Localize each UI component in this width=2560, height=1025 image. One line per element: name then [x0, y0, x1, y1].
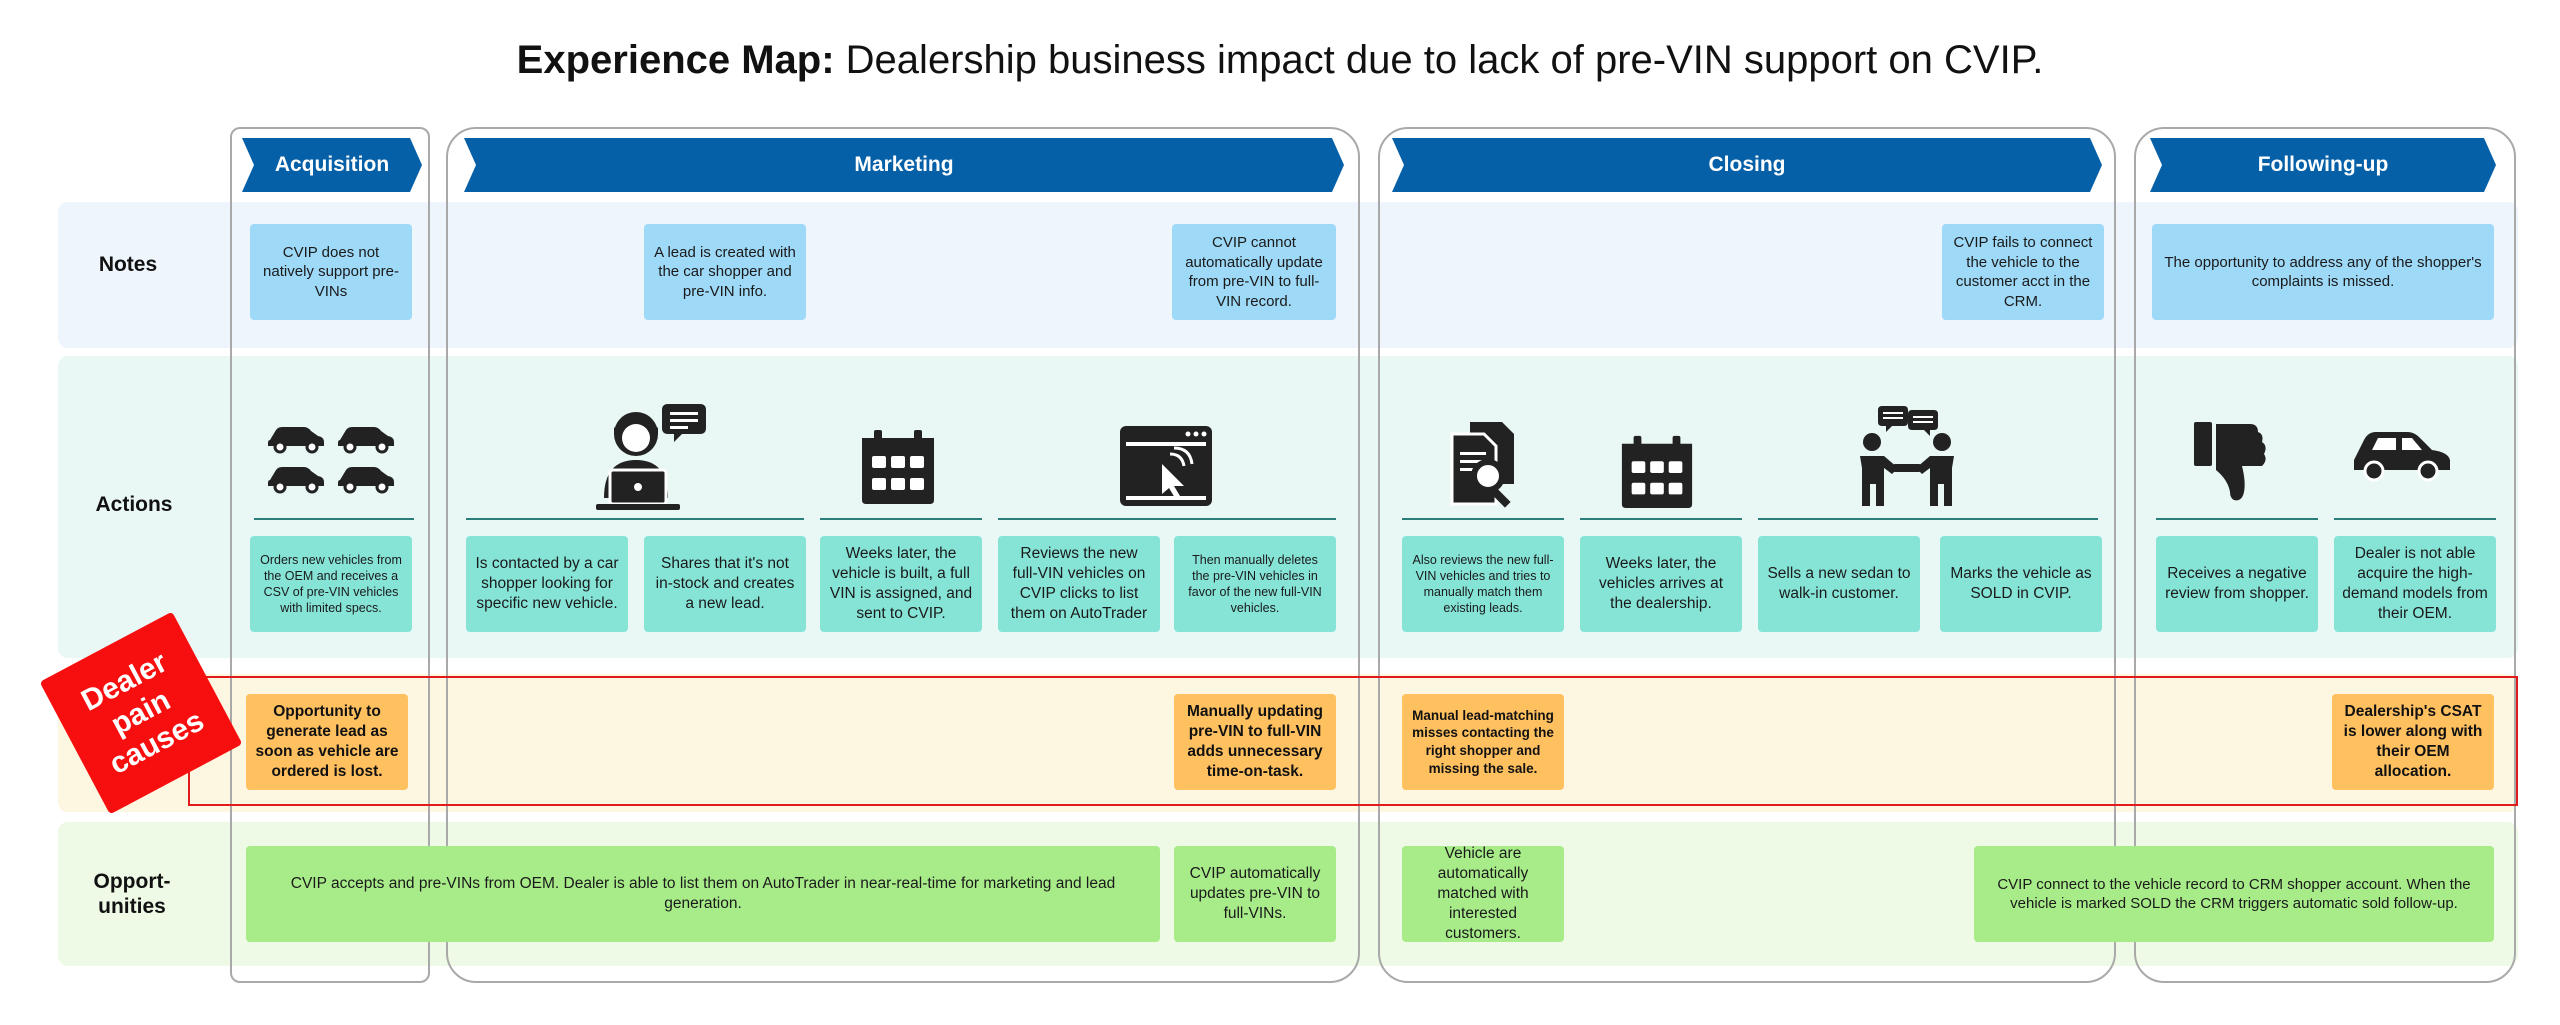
action-divider — [1580, 518, 1742, 520]
stage-closing: Closing — [1392, 138, 2102, 192]
action-card: Dealer is not able acquire the high-dema… — [2334, 536, 2496, 632]
action-card: Weeks later, the vehicles arrives at the… — [1580, 536, 1742, 632]
handshake-icon — [1852, 402, 1962, 508]
page-title: Experience Map: Dealership business impa… — [0, 38, 2560, 83]
title-rest: Dealership business impact due to lack o… — [845, 38, 2044, 82]
action-divider — [820, 518, 982, 520]
action-card: Orders new vehicles from the OEM and rec… — [250, 536, 412, 632]
note-card: The opportunity to address any of the sh… — [2152, 224, 2494, 320]
stage-acquisition: Acquisition — [242, 138, 422, 192]
action-card: Receives a negative review from shopper. — [2156, 536, 2318, 632]
stamp-label: Dealer pain causes — [76, 645, 210, 782]
cars-icon — [262, 410, 402, 500]
stage-outline-marketing — [446, 127, 1360, 983]
pain-card: Opportunity to generate lead as soon as … — [246, 694, 408, 790]
stage-following-up: Following-up — [2150, 138, 2496, 192]
support-agent-icon — [590, 398, 710, 514]
thumbs-down-icon — [2190, 418, 2270, 504]
pain-card: Dealership's CSAT is lower along with th… — [2332, 694, 2494, 790]
opportunity-card: Vehicle are automatically matched with i… — [1402, 845, 1564, 942]
calendar-icon — [1618, 432, 1696, 510]
action-divider — [254, 518, 414, 520]
note-card: CVIP does not natively support pre-VINs — [250, 224, 412, 320]
note-card: CVIP cannot automatically update from pr… — [1172, 224, 1336, 320]
stage-outline-acquisition — [230, 127, 430, 983]
action-divider — [466, 518, 804, 520]
pain-card: Manual lead-matching misses contacting t… — [1402, 694, 1564, 790]
title-bold: Experience Map: — [516, 38, 835, 82]
stage-outline-following-up — [2134, 127, 2516, 983]
action-divider — [1758, 518, 2098, 520]
document-search-icon — [1440, 420, 1524, 508]
row-label-notes: Notes — [98, 253, 158, 277]
opportunity-card: CVIP automatically updates pre-VIN to fu… — [1174, 846, 1336, 942]
car-icon — [2350, 426, 2454, 484]
calendar-icon — [858, 426, 938, 506]
action-divider — [998, 518, 1336, 520]
pain-card: Manually updating pre-VIN to full-VIN ad… — [1174, 694, 1336, 790]
opportunity-card: CVIP connect to the vehicle record to CR… — [1974, 846, 2494, 942]
action-card: Shares that it's not in-stock and create… — [644, 536, 806, 632]
note-card: A lead is created with the car shopper a… — [644, 224, 806, 320]
row-label-opportunities: Opport- unities — [93, 869, 171, 918]
action-divider — [1402, 518, 1564, 520]
row-label-actions: Actions — [95, 493, 173, 517]
action-card: Reviews the new full-VIN vehicles on CVI… — [998, 536, 1160, 632]
action-card: Weeks later, the vehicle is built, a ful… — [820, 536, 982, 632]
pain-highlight-box — [188, 676, 2518, 806]
action-card: Is contacted by a car shopper looking fo… — [466, 536, 628, 632]
action-card: Marks the vehicle as SOLD in CVIP. — [1940, 536, 2102, 632]
stage-marketing: Marketing — [464, 138, 1344, 192]
action-divider — [2156, 518, 2318, 520]
opportunity-card: CVIP accepts and pre-VINs from OEM. Deal… — [246, 846, 1160, 942]
action-card: Also reviews the new full-VIN vehicles a… — [1402, 536, 1564, 632]
note-card: CVIP fails to connect the vehicle to the… — [1942, 224, 2104, 320]
action-divider — [2334, 518, 2496, 520]
stage-outline-closing — [1378, 127, 2116, 983]
action-card: Sells a new sedan to walk-in customer. — [1758, 536, 1920, 632]
browser-click-icon — [1118, 424, 1214, 508]
action-card: Then manually deletes the pre-VIN vehicl… — [1174, 536, 1336, 632]
